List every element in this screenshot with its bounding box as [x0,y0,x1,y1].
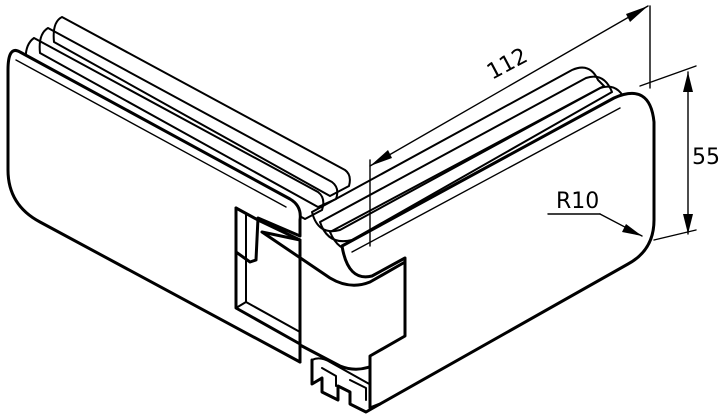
right-front-plate-edge [351,107,621,253]
right-back-plate-3 [311,66,605,233]
bottom-clamp-edge [311,357,381,391]
height-arrow-bottom [683,214,693,234]
height-extension-top [639,65,697,87]
bottom-clamp [310,358,382,414]
dimension-radius: R10 [547,189,643,237]
left-pocket-floor [235,301,247,309]
radius-arrow [622,224,642,236]
left-front-plate-edge [15,59,287,208]
left-pocket [234,206,302,364]
bottom-clamp-slot [321,367,367,401]
length-arrow-left [370,150,392,166]
right-back-plate-2 [319,75,613,243]
right-front-plate [340,92,656,410]
left-wing [6,16,351,364]
length-dimension-line [369,5,649,167]
height-arrow-top [683,72,693,92]
right-wing [311,66,656,410]
dimension-height: 55 [639,65,720,241]
height-label: 55 [692,145,720,170]
length-label: 112 [483,44,532,86]
left-front-plate [6,49,302,364]
radius-label: R10 [556,189,599,214]
height-extension-bottom [653,229,697,241]
length-arrow-right [626,6,648,22]
left-back-plate-3 [52,16,351,197]
